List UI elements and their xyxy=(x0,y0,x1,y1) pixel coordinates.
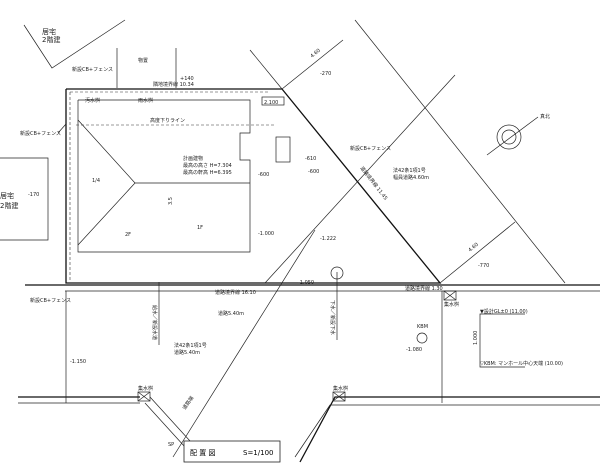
planned-building: 高度下りライン 計画建物 最高の高さ H=7.304 最高の軒高 H=6.395… xyxy=(76,96,336,253)
max-height: 最高の高さ H=7.304 xyxy=(183,162,232,169)
road-label: 法42条1項1号 xyxy=(174,342,207,349)
kbm-marker: KBM -1.080 ▼設計GL±0 (11.00) ▽KBM: マンホール中心… xyxy=(406,308,563,368)
height-line-label: 高度下りライン xyxy=(150,117,185,124)
north-label: 真北 xyxy=(540,113,550,120)
level-label: -170 xyxy=(28,192,39,198)
catch-basin-label: 集水桝 xyxy=(444,301,459,308)
neighbor-house-label: 2階建 xyxy=(42,35,60,44)
level-label: -1.150 xyxy=(70,359,86,365)
neighbor-house-label: 2階建 xyxy=(0,201,18,210)
dimension-label: 2.100 xyxy=(264,100,278,106)
road-label: 幅員道路4.60m xyxy=(393,174,429,181)
neighbor-house-left: 居宅 2階建 -170 xyxy=(0,157,49,241)
slope-label-2: 3.5 xyxy=(168,197,174,205)
level-label: -1.080 xyxy=(406,347,422,353)
level-label: +140 xyxy=(180,76,194,82)
max-eave: 最高の軒高 H=6.395 xyxy=(183,169,232,176)
sewer-box-label: 汚水桝 xyxy=(85,97,100,104)
neighbor-house-label: 居宅 xyxy=(0,191,14,200)
sp-label: SP xyxy=(168,442,174,448)
drawing-title: 配 置 図 xyxy=(190,449,215,457)
rain-box-label: 雨水桝 xyxy=(138,97,153,104)
fence-label: 新設CB+フェンス xyxy=(350,145,391,152)
slope-label: 1/4 xyxy=(92,178,100,184)
floor-label: 1F xyxy=(197,225,203,231)
manhole-icon xyxy=(330,266,344,280)
dimension-label: 4.60 xyxy=(467,242,479,254)
dimension-label: 1.000 xyxy=(473,331,479,345)
neighbor-house-label: 居宅 xyxy=(42,27,56,36)
level-label: -600 xyxy=(258,172,269,178)
road-label: 法42条1項1号 xyxy=(393,167,426,174)
level-label: -610 xyxy=(305,156,316,162)
boundary-label: 道路境界線 11.45 xyxy=(358,165,389,202)
front-road: 道路境界線 16.10 道路境界線 1.30 新設CB+フェンス 道路5.40m… xyxy=(18,229,600,463)
road-right: 4.60 4.60 -270 -770 法42条1項1号 幅員道路4.60m xyxy=(249,19,566,284)
level-label: -1.222 xyxy=(320,236,336,242)
catch-basin-label: 集水桝 xyxy=(138,385,153,392)
road-label: 道路5.40m xyxy=(218,310,244,317)
boundary-label: 道路境界線 16.10 xyxy=(215,289,256,296)
neighbor-house-top: 居宅 2階建 xyxy=(23,19,126,69)
level-label: -770 xyxy=(478,263,489,269)
boundary-label: 隣地境界線 10.34 xyxy=(153,81,194,88)
shoulder-label: 道路端 xyxy=(181,395,195,411)
level-label: -600 xyxy=(308,169,319,175)
water-pipe-label: 給水／新設水道 xyxy=(151,305,158,340)
road-label: 道路5.40m xyxy=(174,349,200,356)
fence-label: 新設CB+フェンス xyxy=(20,130,61,137)
building-title: 計画建物 xyxy=(183,155,203,162)
level-label: -1.000 xyxy=(258,231,274,237)
catch-basin-label: 集水桝 xyxy=(333,385,348,392)
fence-label: 新設CB+フェンス xyxy=(30,297,71,304)
dimension-label: 4.60 xyxy=(309,48,321,60)
fence-label: 新設CB+フェンス xyxy=(72,66,113,73)
level-label: -270 xyxy=(320,71,331,77)
kbm-label: KBM xyxy=(417,324,428,330)
north-arrow-icon: 真北 xyxy=(486,113,550,156)
drawing-scale: S=1/100 xyxy=(243,449,273,457)
boundary-label: 道路境界線 1.30 xyxy=(405,285,443,292)
storage-shed: 物置 xyxy=(116,48,177,88)
catch-basin: 集水桝 集水桝 集水桝 xyxy=(137,290,459,402)
design-gl-label: ▼設計GL±0 (11.00) xyxy=(480,308,528,315)
title-block: 配 置 図 S=1/100 xyxy=(183,440,281,463)
level-label: -1.050 xyxy=(298,280,314,286)
kbm-note: ▽KBM: マンホール中心天端 (10.00) xyxy=(480,360,563,367)
sewer-pipe-label: 下水／新設下水 xyxy=(329,300,336,335)
floor-label: 2F xyxy=(125,232,131,238)
storage-label: 物置 xyxy=(138,57,148,64)
